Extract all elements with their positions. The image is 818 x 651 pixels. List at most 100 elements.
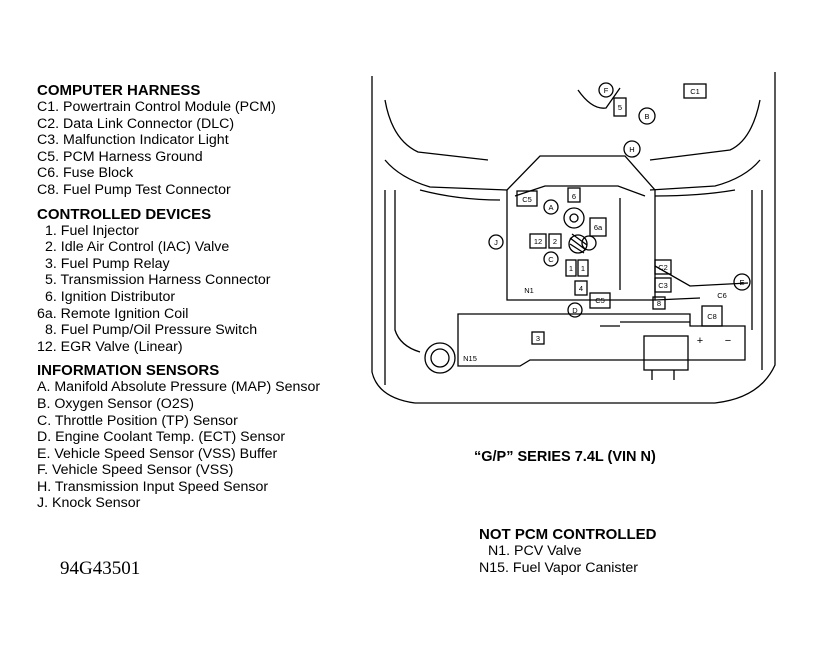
one-a-box: [565, 259, 577, 277]
legend-item: 6a. Remote Ignition Coil: [37, 305, 189, 322]
coil-circle: [581, 235, 597, 251]
label-eight: 8: [657, 299, 661, 308]
label-c3: C3: [658, 281, 668, 290]
label-a: A: [548, 203, 553, 212]
b-callout: [638, 107, 656, 125]
legend-item: C2. Data Link Connector (DLC): [37, 115, 235, 132]
h-callout: [623, 140, 641, 158]
label-three: 3: [536, 334, 540, 343]
legend-item: 2. Idle Air Control (IAC) Valve: [45, 239, 230, 256]
figure-code: 94G43501: [60, 558, 141, 579]
legend-item: C1. Powertrain Control Module (PCM): [37, 99, 276, 115]
legend-item: H. Transmission Input Speed Sensor: [37, 478, 269, 495]
label-c1: C1: [690, 87, 700, 96]
battery: [643, 335, 689, 371]
label-c2: C2: [658, 263, 668, 272]
computer-harness-section: COMPUTER HARNESS C1. Powertrain Control …: [37, 82, 367, 199]
harness-line-lower: [654, 297, 701, 301]
legend-item: 5. Transmission Harness Connector: [45, 272, 271, 289]
four-box: [574, 280, 588, 296]
twelve-box: [529, 233, 547, 249]
legend-item: N1. PCV Valve: [488, 543, 582, 559]
throttle-hatch: [571, 233, 588, 246]
right-fender-line: [649, 99, 761, 161]
harness-line-top: [577, 87, 621, 109]
label-c: C: [548, 255, 554, 264]
legend-item: A. Manifold Absolute Pressure (MAP) Sens…: [37, 379, 321, 396]
distributor: [563, 207, 585, 229]
f-callout: [598, 82, 614, 98]
throttle-hatch: [569, 243, 585, 254]
three-box: [531, 331, 545, 345]
left-shoulder-inner: [394, 190, 421, 353]
five-top-box: [613, 97, 627, 117]
legend-item: 12. EGR Valve (Linear): [37, 338, 183, 355]
right-inner-fender: [649, 159, 761, 191]
legend-item: F. Vehicle Speed Sensor (VSS): [37, 462, 234, 479]
throttle-body: [568, 234, 588, 254]
legend-item: C. Throttle Position (TP) Sensor: [37, 412, 238, 429]
c5-low-box: [589, 292, 611, 309]
legend-item: B. Oxygen Sensor (O2S): [37, 395, 194, 412]
legend-item: E. Vehicle Speed Sensor (VSS) Buffer: [37, 445, 278, 462]
legend-item: 8. Fuel Pump/Oil Pressure Switch: [45, 322, 258, 339]
legend-item: 3. Fuel Pump Relay: [45, 255, 170, 272]
label-h: H: [629, 145, 634, 154]
label-c6: C6: [717, 291, 727, 300]
c2-box: [654, 259, 672, 275]
label-five-top: 5: [618, 103, 622, 112]
not-pcm-section: NOT PCM CONTROLLED N1. PCV Valve N15. Fu…: [479, 526, 657, 576]
legend-item: C5. PCM Harness Ground: [37, 148, 203, 165]
label-j: J: [494, 238, 498, 247]
not-pcm-heading: NOT PCM CONTROLLED: [479, 526, 657, 543]
left-inner-fender: [384, 159, 508, 191]
d-callout: [567, 302, 583, 318]
information-sensors-heading: INFORMATION SENSORS: [37, 362, 220, 380]
engine-block: [506, 155, 656, 301]
legend: COMPUTER HARNESS C1. Powertrain Control …: [37, 82, 367, 519]
c3-box: [654, 277, 672, 293]
label-c5-low: C5: [595, 296, 605, 305]
legend-item: C6. Fuse Block: [37, 165, 134, 182]
one-b-box: [577, 259, 589, 277]
label-f: F: [604, 86, 609, 95]
label-six: 6: [572, 192, 576, 201]
label-four: 4: [579, 284, 583, 293]
information-sensors-section: INFORMATION SENSORS A. Manifold Absolute…: [37, 362, 367, 512]
c1-box: [683, 83, 707, 99]
radiator-support: [457, 313, 746, 367]
label-n1: N1: [524, 286, 534, 295]
vapor-canister: [424, 342, 456, 374]
controlled-devices-heading: CONTROLLED DEVICES: [37, 205, 212, 223]
vapor-canister-inner: [430, 348, 450, 368]
label-c8: C8: [707, 312, 717, 321]
series-title: “G/P” SERIES 7.4L (VIN N): [474, 449, 656, 465]
computer-harness-heading: COMPUTER HARNESS: [37, 82, 201, 99]
two-box: [548, 233, 562, 249]
legend-item: C3. Malfunction Indicator Light: [37, 132, 229, 149]
label-six-a: 6a: [594, 223, 603, 232]
controlled-devices-section: CONTROLLED DEVICES 1. Fuel Injector 2. I…: [37, 206, 367, 356]
legend-item: D. Engine Coolant Temp. (ECT) Sensor: [37, 429, 286, 446]
label-one-b: 1: [581, 264, 585, 273]
left-fender-line: [384, 99, 489, 161]
label-two: 2: [553, 237, 557, 246]
c8-box: [701, 305, 723, 327]
c5-top-box: [516, 190, 538, 207]
label-one-a: 1: [569, 264, 573, 273]
label-b: B: [644, 112, 649, 121]
legend-item: 6. Ignition Distributor: [45, 288, 176, 305]
a-callout: [543, 199, 559, 215]
harness-line-right: [654, 265, 749, 287]
label-twelve: 12: [534, 237, 542, 246]
label-minus: −: [725, 335, 731, 347]
right-wheelwell-top: [654, 189, 736, 197]
legend-item: N15. Fuel Vapor Canister: [479, 559, 639, 576]
label-c5-top: C5: [522, 195, 532, 204]
left-wheelwell-top: [419, 189, 501, 201]
compartment-outline: [371, 72, 776, 404]
e-callout: [733, 273, 751, 291]
eight-box: [652, 296, 666, 310]
j-callout: [488, 234, 504, 250]
